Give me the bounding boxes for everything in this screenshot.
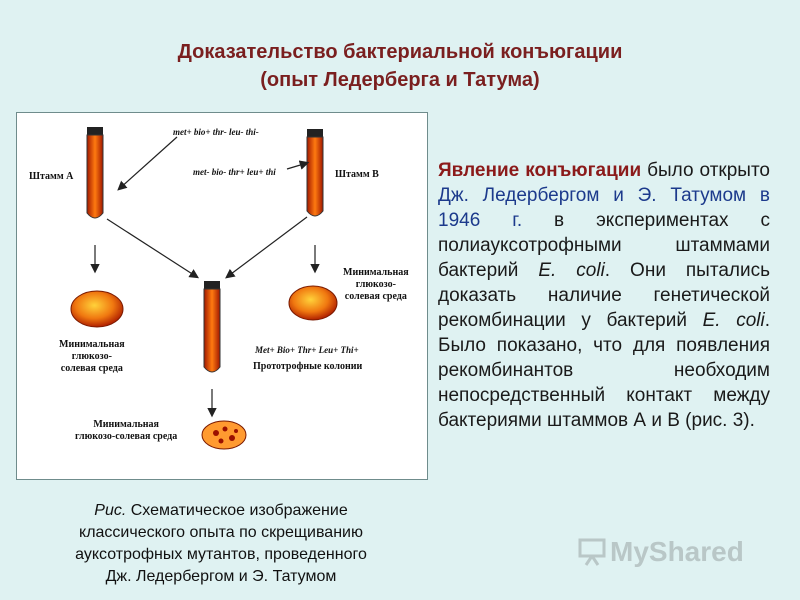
arrow-genotype-b bbox=[286, 160, 310, 170]
slide-title: Доказательство бактериальной конъюгации … bbox=[0, 38, 800, 94]
tube-mixed bbox=[203, 281, 221, 373]
caption-line-2: классического опыта по скрещиванию bbox=[79, 524, 363, 541]
figure-caption: Рис. Схематическое изображение классичес… bbox=[16, 500, 426, 588]
text-part-8: . Было показано, что для появления реком… bbox=[438, 310, 770, 431]
text-ecoli-2: E. coli bbox=[702, 310, 765, 331]
strain-b-label: Штамм В bbox=[335, 169, 379, 180]
dish-mixed-colonies bbox=[201, 420, 247, 450]
tube-strain-b bbox=[306, 129, 324, 217]
strain-a-label: Штамм А bbox=[29, 171, 74, 182]
caption-prefix: Рис. bbox=[94, 502, 127, 519]
dish-strain-b bbox=[288, 285, 338, 321]
tube-strain-a bbox=[86, 127, 104, 219]
text-ecoli-1: E. coli bbox=[538, 260, 605, 281]
arrow-genotype-a bbox=[117, 136, 178, 191]
arrow-a-to-mix bbox=[106, 218, 200, 279]
dish-strain-a bbox=[70, 290, 124, 328]
text-authors: Дж. Ледербергом и Э. Татумом в 1946 г. bbox=[438, 185, 770, 231]
caption-line-4: Дж. Ледербергом и Э. Татумом bbox=[105, 568, 337, 585]
experiment-diagram bbox=[70, 127, 338, 450]
arrow-b-to-mix bbox=[225, 216, 308, 279]
text-part-6: . Они пытались доказать наличие генетиче… bbox=[438, 260, 770, 331]
text-part-4: в экспериментах с полиауксотрофными штам… bbox=[438, 210, 770, 281]
medium-bottom-label: Минимальная глюкозо-солевая среда bbox=[75, 419, 178, 442]
prototroph-colonies-label: Прототрофные колонии bbox=[253, 361, 363, 372]
medium-left-label: Минимальная глюкозо- солевая среда bbox=[59, 339, 125, 374]
title-line-1: Доказательство бактериальной конъюгации bbox=[177, 41, 623, 63]
main-paragraph: Явление конъюгации было открыто Дж. Леде… bbox=[438, 158, 770, 433]
genotype-b-label: met- bio- thr+ leu+ thi bbox=[193, 167, 276, 177]
title-line-2: (опыт Ледерберга и Татума) bbox=[260, 69, 540, 91]
presentation-icon bbox=[578, 538, 606, 566]
experiment-figure: met+ bio+ thr- leu- thi- met- bio- thr+ … bbox=[16, 112, 428, 480]
term-conjugation: Явление конъюгации bbox=[438, 160, 642, 181]
caption-line-1: Схематическое изображение bbox=[126, 502, 348, 519]
text-part-2: было открыто bbox=[641, 160, 770, 181]
caption-line-3: ауксотрофных мутантов, проведенного bbox=[75, 546, 367, 563]
genotype-a-label: met+ bio+ thr- leu- thi- bbox=[173, 127, 259, 137]
medium-right-label: Минимальная глюкозо- солевая среда bbox=[343, 267, 409, 302]
recombinant-genotype-label: Met+ Bio+ Thr+ Leu+ Thi+ bbox=[255, 345, 359, 355]
watermark-logo: MyShared bbox=[610, 536, 744, 567]
